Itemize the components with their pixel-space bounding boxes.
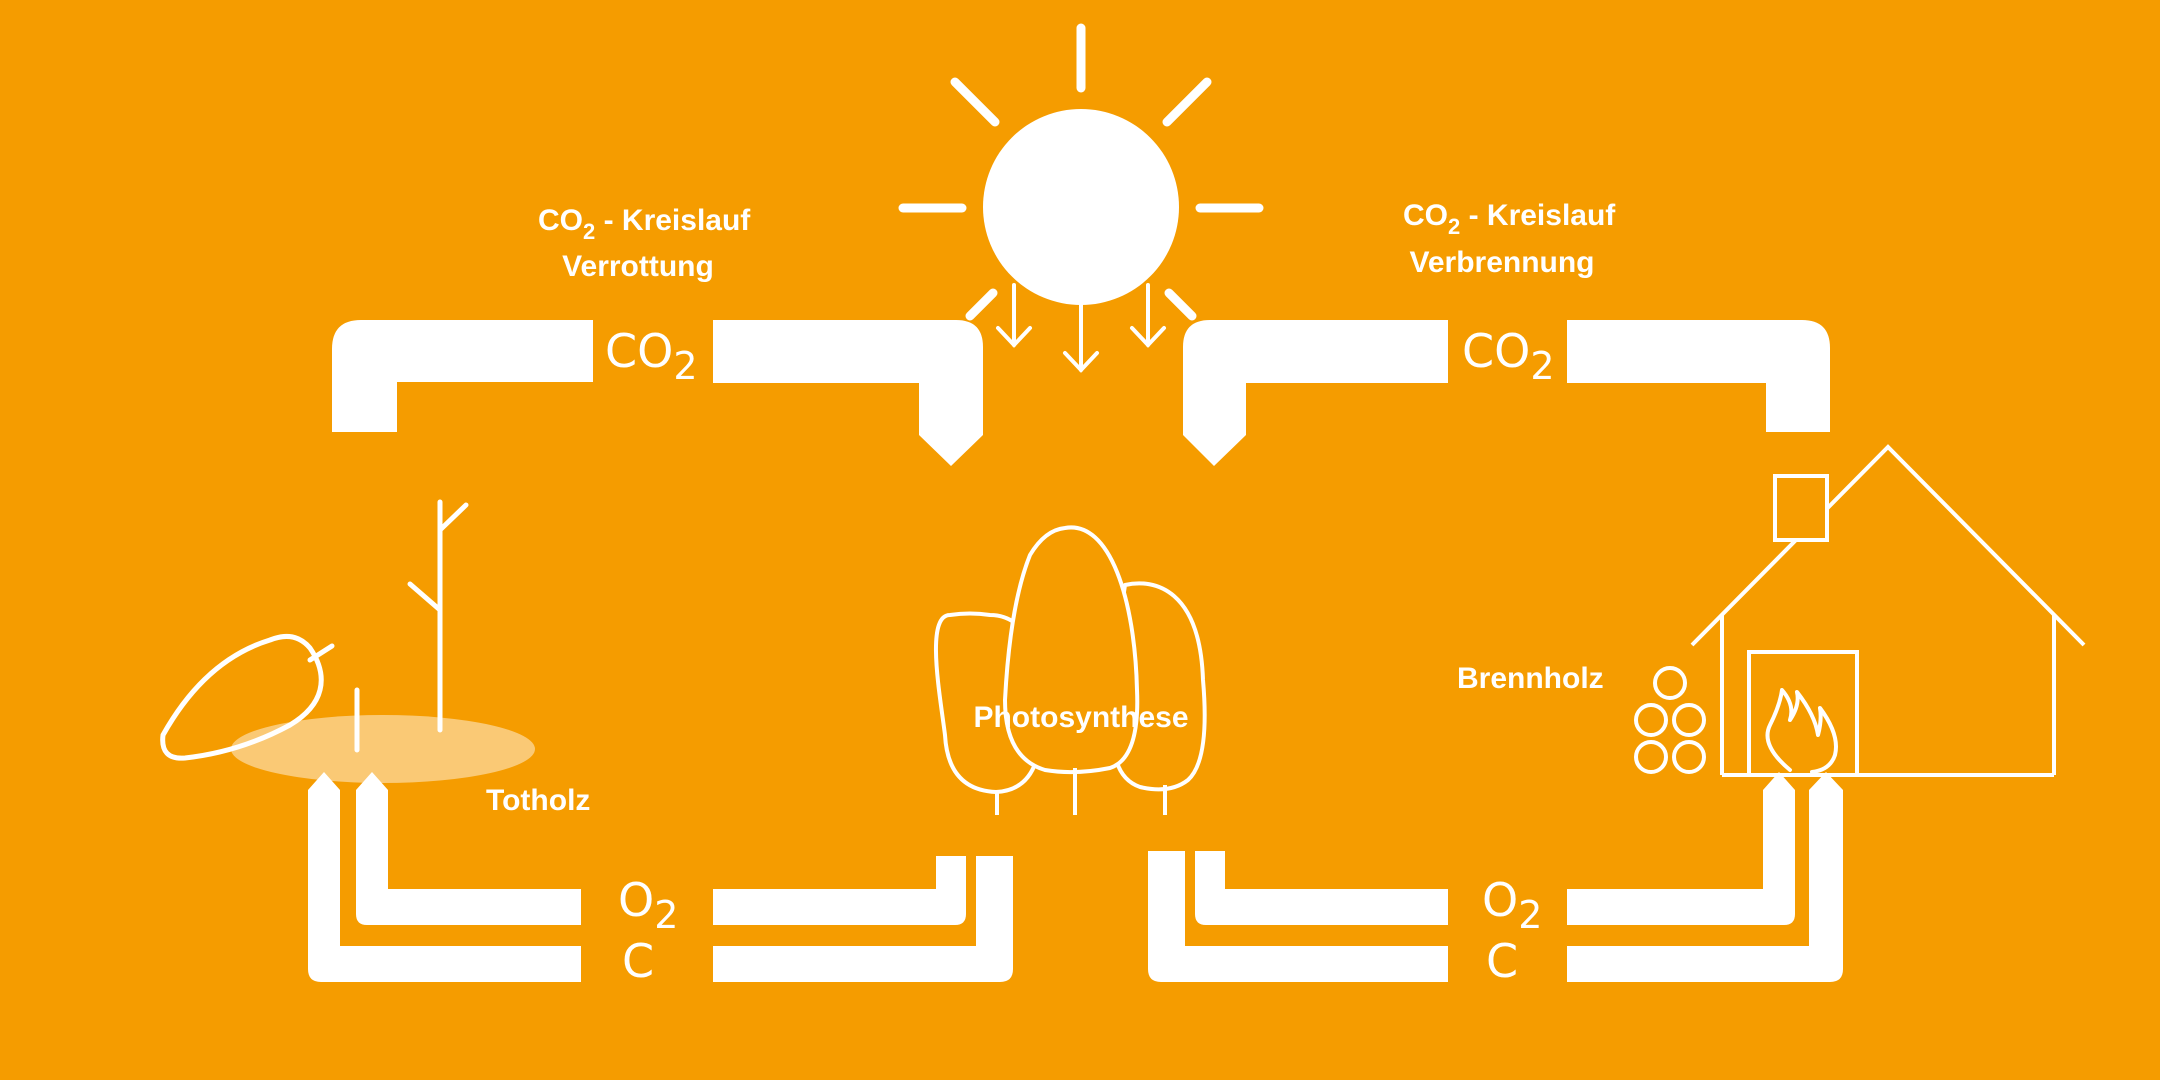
ground-patch xyxy=(231,715,535,783)
co2-flow-left-label: CO2 xyxy=(605,324,698,388)
co2-flow-left xyxy=(332,320,983,466)
o2-c-flow-left xyxy=(308,772,1013,982)
firewood-label: Brennholz xyxy=(1457,662,1604,695)
sun-icon xyxy=(898,23,1264,373)
co2-flow-right xyxy=(1183,320,1830,466)
left-cycle-subtitle: Verrottung xyxy=(562,250,714,283)
c-flow-left-label: C xyxy=(622,934,654,988)
right-cycle-title: CO2 - Kreislauf xyxy=(1403,199,1616,239)
o2-flow-right-label: O2 xyxy=(1482,873,1542,937)
house-icon xyxy=(1690,444,2086,777)
c-flow-right-label: C xyxy=(1486,934,1518,988)
fire-icon xyxy=(1765,688,1838,774)
deadwood-label: Totholz xyxy=(486,784,590,817)
o2-c-flow-right xyxy=(1148,772,1843,982)
log-stack-icon xyxy=(1634,666,1706,774)
right-cycle-subtitle: Verbrennung xyxy=(1409,246,1594,279)
co2-flow-right-label: CO2 xyxy=(1462,324,1555,388)
o2-flow-left-label: O2 xyxy=(618,873,678,937)
deadwood-icon xyxy=(160,499,469,761)
tree-group-icon xyxy=(934,525,1207,815)
left-cycle-title: CO2 - Kreislauf xyxy=(538,204,751,244)
photosynthesis-label: Photosynthese xyxy=(973,701,1188,734)
